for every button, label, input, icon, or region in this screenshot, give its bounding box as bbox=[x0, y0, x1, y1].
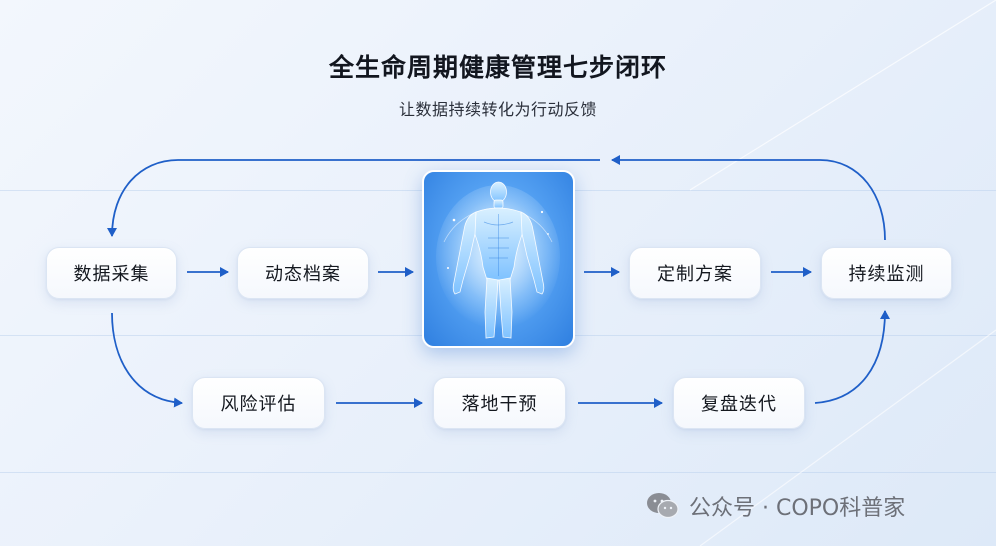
step-data-collection: 数据采集 bbox=[46, 247, 177, 299]
step-continuous-monitoring: 持续监测 bbox=[821, 247, 952, 299]
step-intervention: 落地干预 bbox=[433, 377, 566, 429]
loop-back-arrow-right bbox=[611, 155, 886, 241]
arrow-collect-to-risk bbox=[111, 312, 183, 408]
step-review-iteration: 复盘迭代 bbox=[673, 377, 805, 429]
human-body-icon bbox=[436, 181, 560, 339]
arrow-review-to-monitor bbox=[814, 310, 890, 404]
page-title: 全生命周期健康管理七步闭环 bbox=[328, 53, 667, 82]
page-subtitle: 让数据持续转化为行动反馈 bbox=[398, 100, 597, 119]
background-line bbox=[0, 472, 996, 473]
step-dynamic-profile: 动态档案 bbox=[237, 247, 369, 299]
step-risk-assessment: 风险评估 bbox=[192, 377, 325, 429]
watermark-text: 公众号 · COPO科普家 bbox=[689, 496, 906, 521]
wechat-icon bbox=[647, 493, 679, 519]
watermark: 公众号 · COPO科普家 bbox=[645, 488, 905, 524]
hub-human-figure bbox=[422, 170, 575, 348]
step-custom-plan: 定制方案 bbox=[629, 247, 761, 299]
